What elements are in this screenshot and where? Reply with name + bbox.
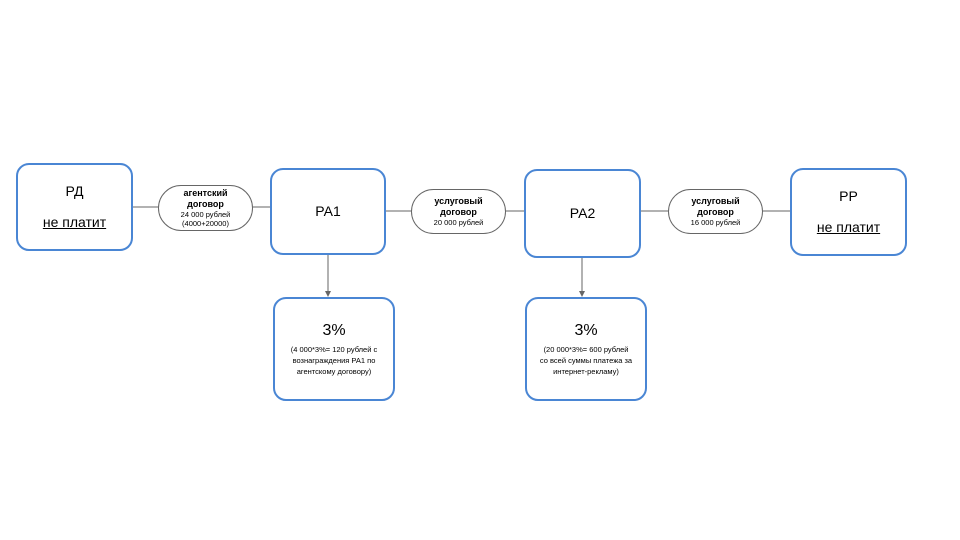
node-rd-note: не платит bbox=[42, 214, 107, 230]
contract-rd-ra1: агентский договор 24 000 рублей (4000+20… bbox=[158, 185, 253, 231]
node-rd-title: РД bbox=[65, 183, 84, 199]
node-rd: РД не платит bbox=[16, 163, 133, 251]
fee-ra2-value: 3% bbox=[574, 322, 598, 339]
fee-ra1-value: 3% bbox=[322, 322, 346, 339]
node-ra2: РА2 bbox=[524, 169, 641, 258]
node-ra1-title: РА1 bbox=[315, 203, 341, 219]
node-ra1: РА1 bbox=[270, 168, 386, 255]
node-ra2-title: РА2 bbox=[569, 205, 596, 221]
contract-ra2-rr-amount: 16 000 рублей bbox=[690, 218, 741, 227]
node-rr-title: РР bbox=[839, 188, 858, 204]
contract-ra2-rr-title: услуговый договор bbox=[691, 196, 740, 217]
node-rr-note: не платит bbox=[816, 219, 881, 235]
fee-ra2: 3% (20 000*3%= 600 рублей со всей суммы … bbox=[525, 297, 647, 401]
contract-ra2-rr: услуговый договор 16 000 рублей bbox=[668, 189, 763, 234]
fee-ra1-note: (4 000*3%= 120 рублей с вознаграждения Р… bbox=[290, 345, 378, 376]
fee-ra1: 3% (4 000*3%= 120 рублей с вознаграждени… bbox=[273, 297, 395, 401]
contract-ra1-ra2: услуговый договор 20 000 рублей bbox=[411, 189, 506, 234]
fee-ra2-note: (20 000*3%= 600 рублей со всей суммы пла… bbox=[539, 345, 633, 376]
node-rr: РР не платит bbox=[790, 168, 907, 256]
contract-rd-ra1-amount: 24 000 рублей (4000+20000) bbox=[180, 210, 231, 228]
contract-rd-ra1-title: агентский договор bbox=[183, 188, 228, 209]
contract-ra1-ra2-title: услуговый договор bbox=[434, 196, 483, 217]
contract-ra1-ra2-amount: 20 000 рублей bbox=[433, 218, 484, 227]
